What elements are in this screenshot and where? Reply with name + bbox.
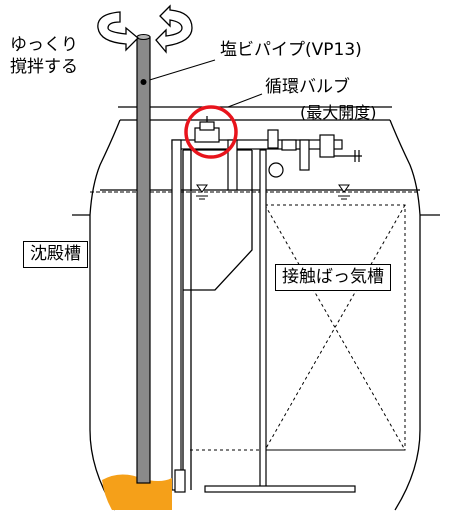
rotate-arrow-left-icon bbox=[97, 11, 139, 52]
valve-highlight-circle bbox=[184, 105, 238, 159]
valve-icon bbox=[199, 116, 215, 131]
contact-media bbox=[190, 204, 406, 451]
rotate-arrow-right-icon bbox=[155, 4, 193, 54]
settled-sludge bbox=[102, 474, 172, 510]
valve-note-label: (最大開度) bbox=[300, 103, 377, 122]
water-level-icon bbox=[196, 184, 350, 200]
partition-wall bbox=[182, 149, 253, 490]
circulation-piping bbox=[171, 127, 362, 493]
aeration-tank-label: 接触ばっ気槽 bbox=[275, 264, 391, 291]
stirring-pipe bbox=[136, 34, 151, 484]
valve-label: 循環バルブ bbox=[265, 77, 350, 97]
leader-lines bbox=[142, 59, 263, 108]
stir-label-line1: ゆっくり bbox=[10, 35, 78, 55]
sedimentation-tank-label: 沈殿槽 bbox=[23, 241, 88, 268]
pipe-label: 塩ビパイプ(VP13) bbox=[220, 40, 362, 60]
stir-label-line2: 撹拌する bbox=[10, 57, 78, 77]
aeration-pipe bbox=[204, 149, 356, 493]
